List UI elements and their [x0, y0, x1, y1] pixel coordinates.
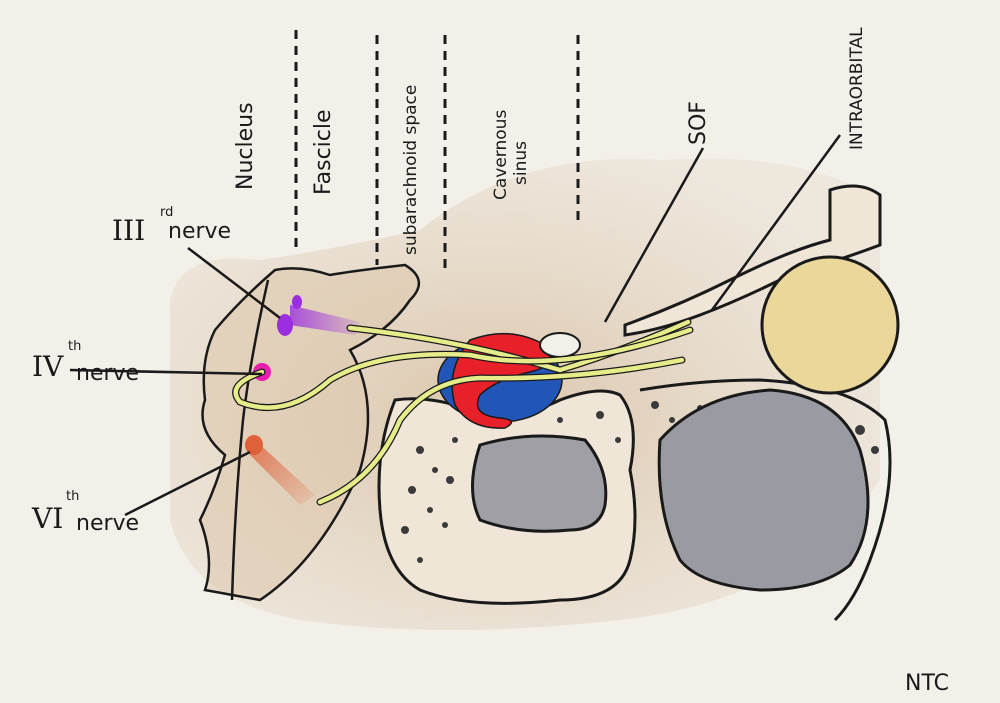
fourth-nerve-word: nerve — [76, 361, 139, 386]
leader-lines — [69, 134, 842, 517]
third-nerve-nucleus-2 — [292, 295, 302, 309]
maxillary-sinus — [657, 388, 870, 592]
third-nerve-nucleus — [277, 314, 293, 336]
small-vessel — [539, 332, 581, 358]
sphenoid-sinus — [471, 434, 608, 533]
intraorbital-leader — [710, 134, 842, 311]
label-subarachnoid: subarachnoid space — [401, 85, 421, 255]
fourth-nerve-roman: IV — [32, 350, 64, 383]
label-sof: SOF — [686, 101, 711, 145]
third-nerve-sup: rd — [160, 205, 173, 220]
label-cavernous-2: sinus — [511, 141, 531, 185]
fourth-nerve-sup: th — [68, 339, 81, 354]
nerve-fibers — [232, 318, 694, 506]
sixth-nerve-word: nerve — [76, 511, 139, 536]
midline-fiber — [230, 279, 270, 601]
third-nerve-leader — [187, 247, 281, 319]
sof-leader — [603, 147, 705, 323]
nerve-nuclei — [245, 295, 360, 505]
signature: NTC — [905, 671, 949, 696]
region-dividers — [294, 30, 580, 270]
sixth-nerve-sup: th — [66, 489, 79, 504]
bone-trabeculae — [401, 401, 879, 563]
sixth-nerve-fan — [250, 440, 315, 505]
sixth-nerve-nucleus — [245, 435, 263, 455]
fourth-nerve-leader — [69, 368, 263, 376]
label-cavernous-1: Cavernous — [491, 110, 511, 200]
region-labels: Nucleus Fascicle subarachnoid space Cave… — [233, 27, 867, 255]
label-intraorbital: INTRAORBITAL — [847, 27, 867, 150]
sixth-nerve-roman: VI — [31, 502, 63, 535]
third-nerve-word: nerve — [168, 219, 231, 244]
third-nerve-fan — [290, 305, 360, 335]
sixth-nerve-leader — [124, 450, 251, 517]
label-fascicle: Fascicle — [311, 109, 336, 195]
third-nerve-roman: III — [112, 214, 145, 247]
nerve-labels: III rd nerve IV th nerve VI th nerve — [31, 205, 231, 536]
label-nucleus: Nucleus — [233, 102, 258, 190]
globe — [760, 255, 900, 395]
lateral-wall — [639, 378, 892, 622]
